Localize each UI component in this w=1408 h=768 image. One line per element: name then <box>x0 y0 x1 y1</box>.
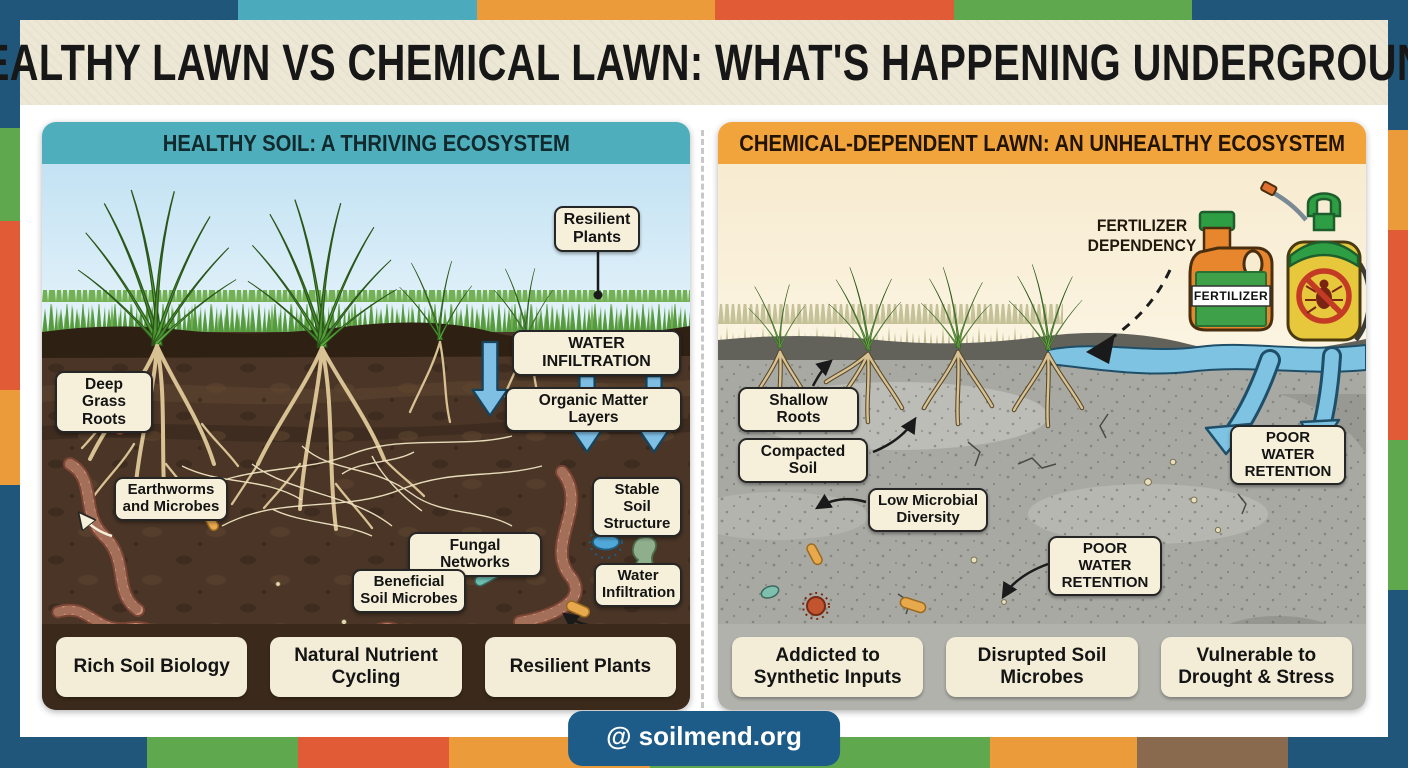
chemical-drawbacks-band: Addicted to Synthetic Inputs Disrupted S… <box>718 624 1366 710</box>
dependency-arrow <box>1086 269 1172 364</box>
mosaic-tile <box>954 0 1192 20</box>
mosaic-tile <box>1192 0 1408 20</box>
label-stable-soil-structure: Stable Soil Structure <box>592 477 682 538</box>
drawback-box: Vulnerable to Drought & Stress <box>1160 637 1352 697</box>
label-compacted-soil: Compacted Soil <box>738 438 868 483</box>
mosaic-tile <box>0 737 147 768</box>
border-mosaic-right <box>1388 20 1408 737</box>
label-water-infiltration: WATER INFILTRATION <box>512 330 681 376</box>
mosaic-tile <box>0 390 20 485</box>
panel-divider <box>701 130 704 708</box>
mosaic-tile <box>477 0 715 20</box>
border-mosaic-top <box>0 0 1408 20</box>
pesticide-sprayer-icon <box>1260 180 1366 342</box>
mosaic-tile <box>0 0 238 20</box>
label-beneficial-soil-microbes: Beneficial Soil Microbes <box>352 569 466 613</box>
benefit-box: Resilient Plants <box>484 637 676 697</box>
mosaic-tile <box>1388 440 1408 590</box>
site-badge: @ soilmend.org <box>568 711 840 766</box>
chemical-panel-title: CHEMICAL-DEPENDENT LAWN: AN UNHEALTHY EC… <box>739 129 1345 156</box>
mosaic-tile <box>1388 130 1408 230</box>
chemical-panel-header: CHEMICAL-DEPENDENT LAWN: AN UNHEALTHY EC… <box>718 122 1366 164</box>
label-organic-matter-layers: Organic Matter Layers <box>505 387 682 432</box>
label-poor-water-retention-right: POOR WATER RETENTION <box>1230 425 1346 486</box>
benefit-box: Rich Soil Biology <box>56 637 248 697</box>
border-mosaic-left <box>0 20 20 737</box>
mosaic-tile <box>0 20 20 128</box>
mosaic-tile <box>0 485 20 737</box>
label-shallow-roots: Shallow Roots <box>738 387 859 432</box>
healthy-lawn-panel: HEALTHY SOIL: A THRIVING ECOSYSTEM <box>42 122 690 710</box>
healthy-panel-header: HEALTHY SOIL: A THRIVING ECOSYSTEM <box>42 122 690 164</box>
label-low-microbial-diversity: Low Microbial Diversity <box>868 488 988 532</box>
label-deep-grass-roots: Deep Grass Roots <box>55 371 153 434</box>
label-poor-water-retention-mid: POOR WATER RETENTION <box>1048 536 1162 597</box>
mosaic-tile <box>298 737 449 768</box>
healthy-panel-title: HEALTHY SOIL: A THRIVING ECOSYSTEM <box>162 129 570 156</box>
benefit-box: Natural Nutrient Cycling <box>270 637 462 697</box>
page-title-banner: HEALTHY LAWN VS CHEMICAL LAWN: WHAT'S HA… <box>0 20 1408 105</box>
mosaic-tile <box>990 737 1137 768</box>
label-resilient-plants: Resilient Plants <box>554 206 640 252</box>
label-water-infiltration-deep: Water Infiltration <box>594 563 682 607</box>
label-earthworms-and-microbes: Earthworms and Microbes <box>114 477 228 521</box>
mosaic-tile <box>1388 20 1408 130</box>
fertilizer-bottle-label: FERTILIZER <box>1194 289 1268 303</box>
pooled-water <box>1047 343 1366 375</box>
mosaic-tile <box>1388 590 1408 737</box>
label-fertilizer-dependency: FERTILIZER DEPENDENCY <box>1087 216 1197 255</box>
mosaic-tile <box>0 128 20 221</box>
drawback-box: Addicted to Synthetic Inputs <box>732 637 924 697</box>
mosaic-tile <box>1388 230 1408 440</box>
fungal-network <box>181 435 543 537</box>
leader-lines <box>811 359 1049 600</box>
mosaic-tile <box>715 0 954 20</box>
healthy-benefits-band: Rich Soil Biology Natural Nutrient Cycli… <box>42 624 690 710</box>
mosaic-tile <box>1137 737 1288 768</box>
mosaic-tile <box>1288 737 1408 768</box>
chemical-lawn-panel: CHEMICAL-DEPENDENT LAWN: AN UNHEALTHY EC… <box>718 122 1366 710</box>
drawback-box: Disrupted Soil Microbes <box>946 637 1138 697</box>
mosaic-tile <box>147 737 298 768</box>
no-pests-icon <box>1296 268 1352 324</box>
mosaic-tile <box>238 0 477 20</box>
page-title: HEALTHY LAWN VS CHEMICAL LAWN: WHAT'S HA… <box>0 34 1408 91</box>
mosaic-tile <box>0 221 20 390</box>
fertilizer-jug-icon: FERTILIZER <box>1188 210 1274 332</box>
